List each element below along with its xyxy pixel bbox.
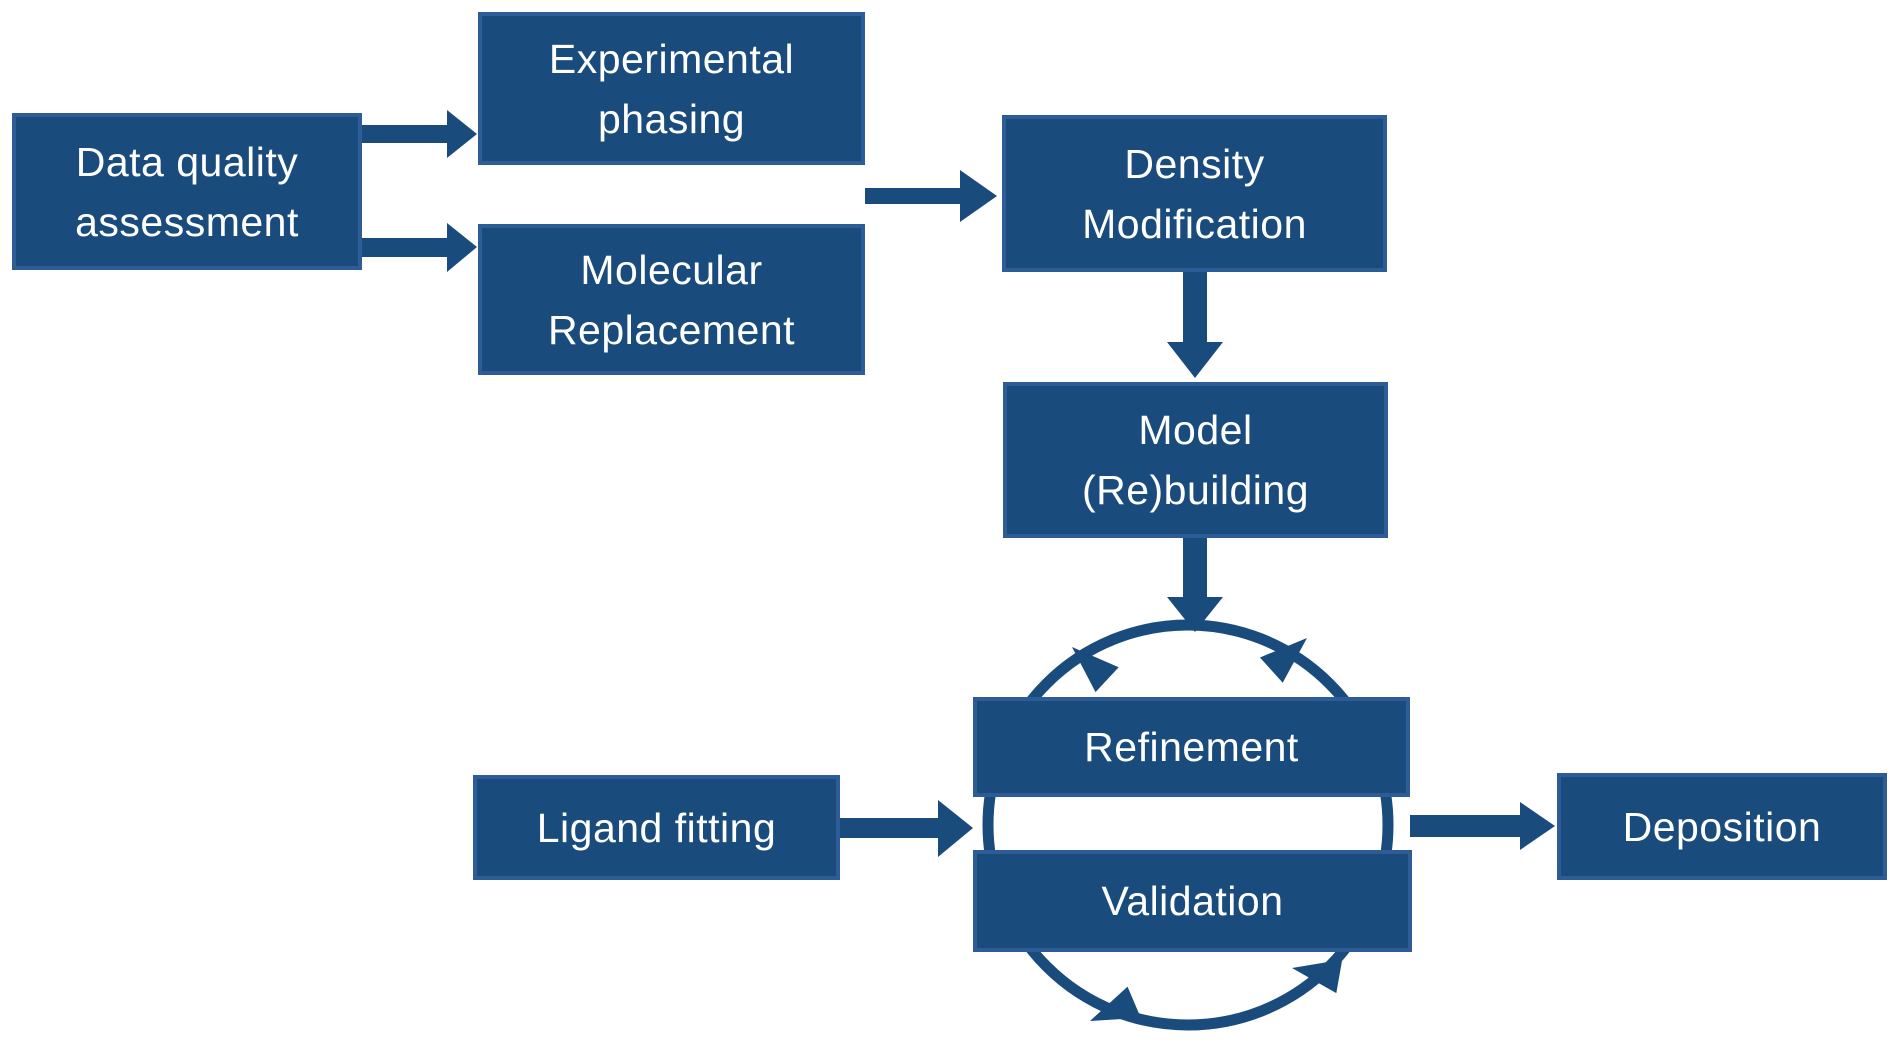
cycle-arrowhead-bottom-right bbox=[1292, 959, 1343, 994]
arrow-density-to-model bbox=[1167, 272, 1223, 378]
refinement-validation-cycle-ring bbox=[982, 619, 1394, 1031]
cycle-arrowhead-top-right bbox=[1259, 638, 1307, 683]
cycle-arrowhead-top-left bbox=[1072, 647, 1119, 693]
node-label-experimental-phasing: Experimental phasing bbox=[548, 35, 795, 142]
node-label-model-rebuilding: Model (Re)building bbox=[1081, 407, 1310, 513]
node-experimental-phasing: Experimental phasing bbox=[478, 12, 865, 165]
node-label-refinement: Refinement bbox=[1084, 724, 1299, 770]
node-density-modification: Density Modification bbox=[1002, 115, 1387, 272]
arrow-dataquality-to-molecular bbox=[362, 223, 477, 272]
node-data-quality-assessment: Data quality assessment bbox=[12, 113, 362, 270]
node-refinement: Refinement bbox=[973, 697, 1410, 797]
node-label-validation: Validation bbox=[1101, 878, 1284, 924]
node-deposition: Deposition bbox=[1557, 773, 1887, 880]
cycle-circle bbox=[982, 619, 1394, 1031]
node-label-data-quality: Data quality assessment bbox=[75, 138, 299, 245]
node-validation: Validation bbox=[973, 850, 1412, 952]
cycle-arrowhead-bottom-left bbox=[1090, 986, 1141, 1021]
arrow-ligand-to-cycle bbox=[840, 800, 973, 857]
node-label-molecular-replacement: Molecular Replacement bbox=[547, 246, 796, 353]
node-model-rebuilding: Model (Re)building bbox=[1003, 382, 1388, 538]
node-molecular-replacement: Molecular Replacement bbox=[478, 224, 865, 375]
arrow-dataquality-to-experimental bbox=[362, 110, 477, 158]
node-label-deposition: Deposition bbox=[1622, 803, 1822, 850]
node-label-ligand-fitting: Ligand fitting bbox=[536, 804, 777, 851]
node-ligand-fitting: Ligand fitting bbox=[473, 775, 840, 880]
arrow-phasing-to-density bbox=[865, 170, 997, 222]
arrow-model-to-cycle bbox=[1167, 538, 1223, 632]
arrow-cycle-to-deposition bbox=[1410, 802, 1555, 850]
node-label-density-modification: Density Modification bbox=[1082, 140, 1307, 247]
